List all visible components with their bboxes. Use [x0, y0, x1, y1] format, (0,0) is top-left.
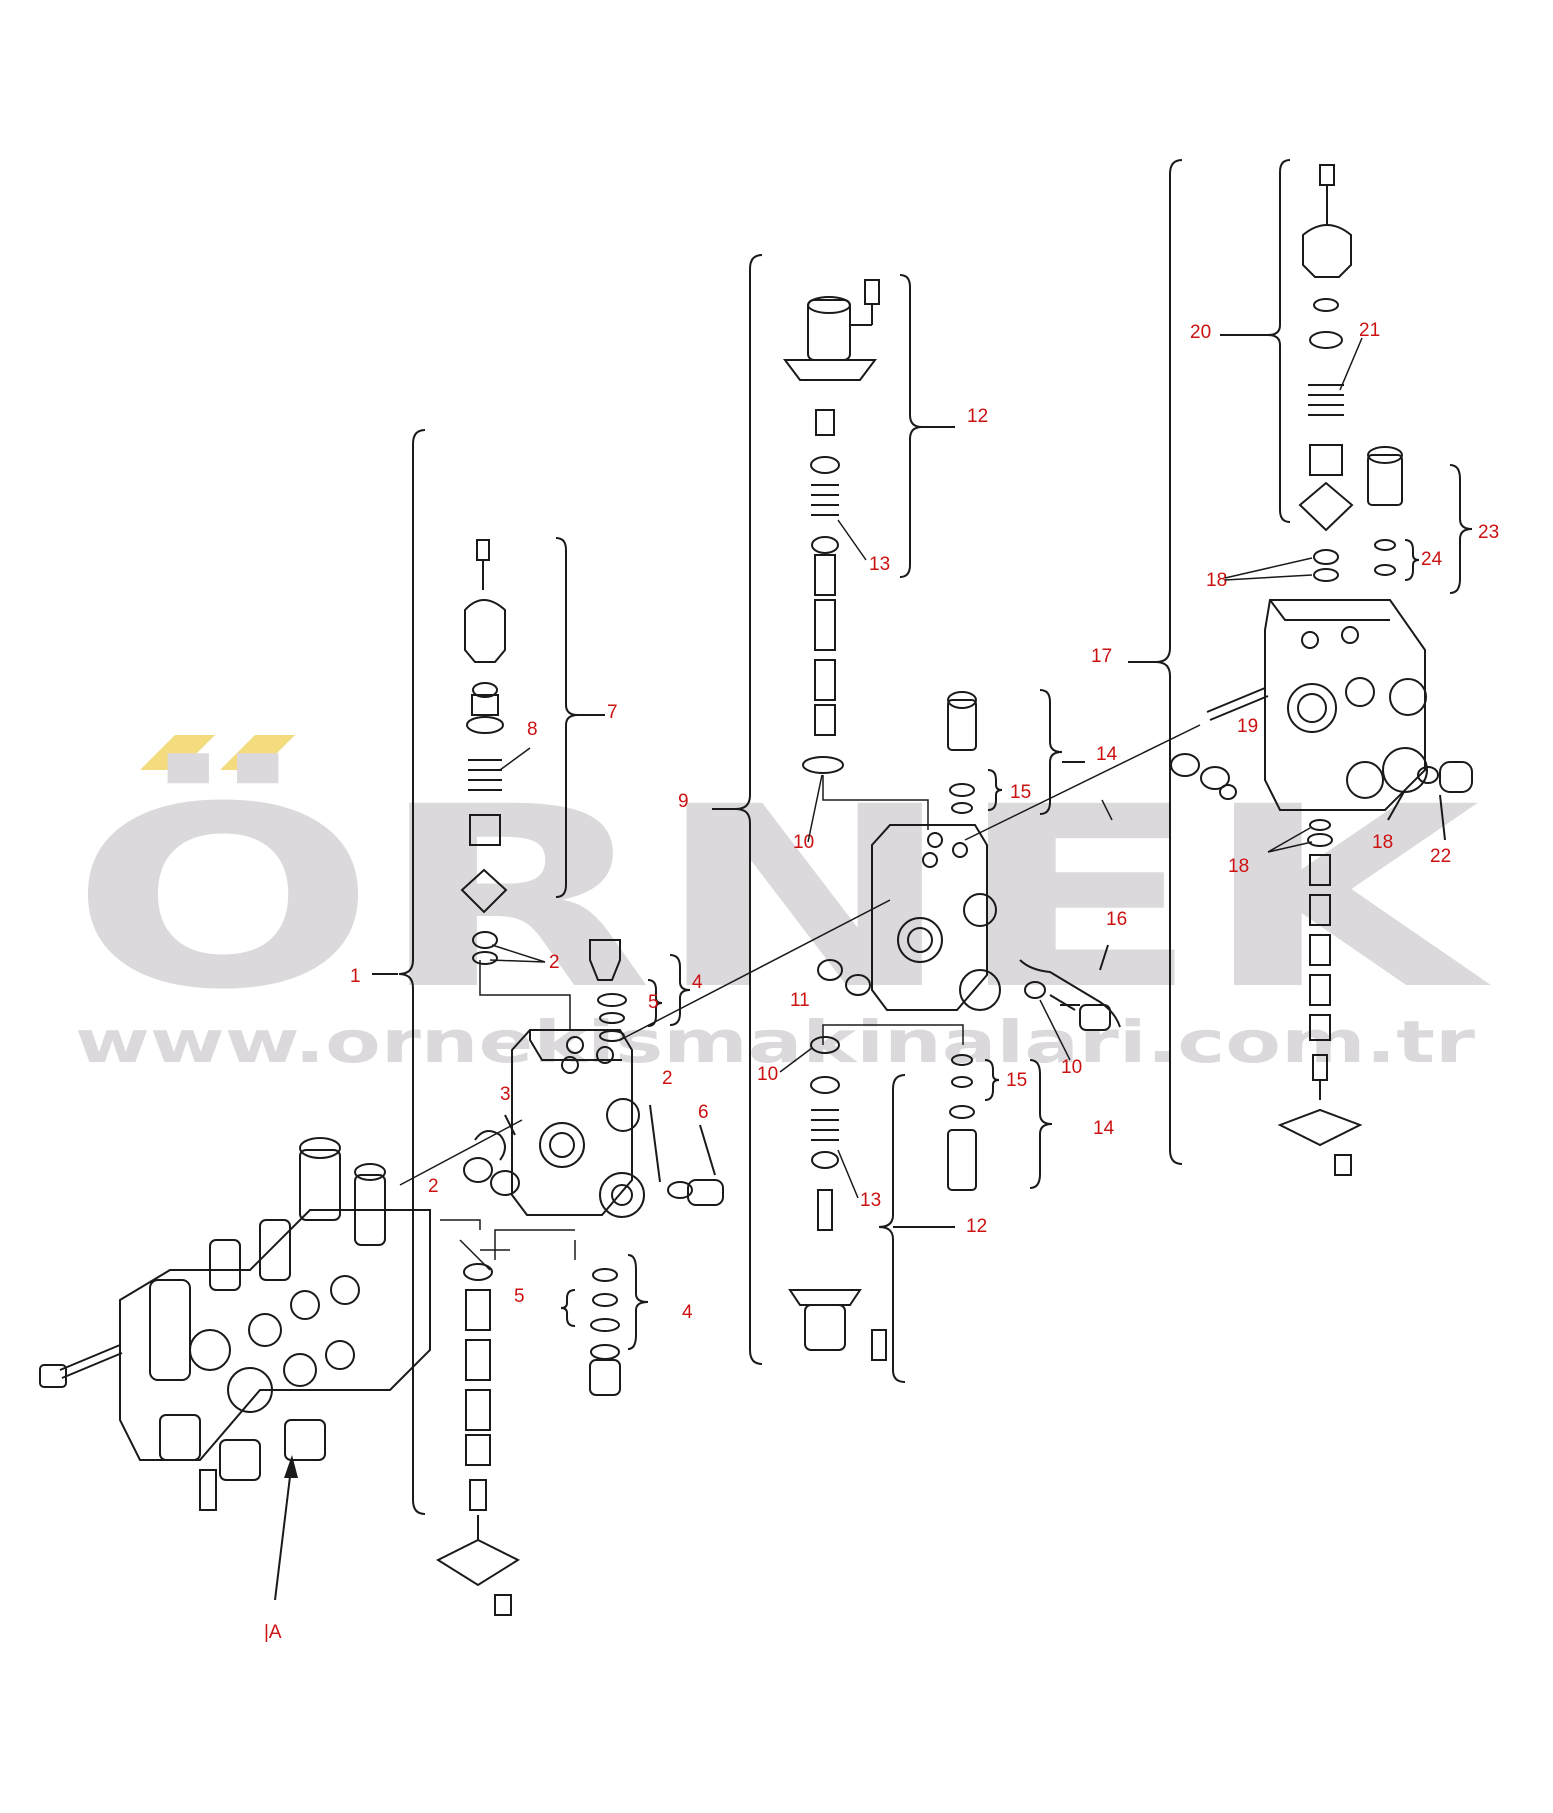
callout-20: 20: [1190, 322, 1211, 343]
callout-15: 15: [1006, 1070, 1027, 1091]
section9-top-solenoid: [783, 279, 880, 381]
section1-top-column: [460, 539, 508, 965]
brace-16: [1019, 959, 1121, 1028]
brace-14-lower: [1029, 1059, 1053, 1189]
callout-10: 10: [757, 1064, 778, 1085]
callout-2: 2: [549, 952, 560, 973]
callout-12: 12: [967, 406, 988, 427]
section17-lower-stack: [1277, 819, 1363, 1176]
arrow-head-A: [284, 1455, 298, 1478]
section1-lower-stack: [435, 1263, 521, 1616]
callout-5: 5: [514, 1286, 525, 1307]
callout-11: 11: [790, 990, 810, 1011]
callout-4: 4: [682, 1302, 693, 1323]
section17-gasket: [1170, 753, 1237, 800]
section1-side-plug: [667, 1179, 724, 1206]
brace-5-upper: [647, 979, 663, 1027]
callout-4: 4: [692, 972, 703, 993]
section9-lower-stack: [788, 1036, 887, 1361]
callout-8: 8: [527, 719, 538, 740]
line-art: [372, 159, 1473, 1616]
section9-upper-stack: [802, 409, 844, 774]
callout-23: 23: [1478, 522, 1499, 543]
callout-A: |A: [264, 1622, 282, 1643]
watermark-accent-mark: [140, 735, 215, 770]
brace-4-lower: [627, 1254, 649, 1350]
callout-2: 2: [428, 1176, 439, 1197]
callout-2: 2: [662, 1068, 673, 1089]
callout-6: 6: [698, 1102, 709, 1123]
section9-valve-body: [871, 824, 1001, 1011]
brace-23: [1449, 464, 1473, 594]
section1-lower-plug: [589, 1268, 621, 1396]
brace-5-lower: [560, 1289, 576, 1327]
callout-leaders: [489, 337, 1363, 1199]
callout-5: 5: [648, 992, 659, 1013]
callout-18: 18: [1228, 856, 1249, 877]
section9-gasket: [817, 959, 871, 996]
section1-upper-plug: [589, 939, 627, 1042]
brace-15-upper: [987, 769, 1003, 811]
callout-10: 10: [793, 832, 814, 853]
callout-17: 17: [1091, 646, 1112, 667]
watermark-accent-mark: [220, 735, 295, 770]
section17-valve-body: [1264, 599, 1428, 811]
section17-side-plug: [1417, 761, 1473, 793]
callout-15: 15: [1010, 782, 1031, 803]
watermark-brand: ÖRNEK: [70, 753, 1492, 1044]
section17-relief-cartridge: [1367, 446, 1403, 576]
section1-gasket: [463, 1130, 520, 1196]
callout-13: 13: [869, 554, 890, 575]
callout-16: 16: [1106, 909, 1127, 930]
watermark-url: www.ornekismakinalari.com.tr: [75, 1008, 1476, 1076]
brace-24: [1404, 539, 1420, 581]
callout-1: 1: [350, 966, 361, 987]
bracket-group-20: [1267, 159, 1291, 523]
bracket-group-12-lower: [878, 1074, 906, 1383]
callout-18: 18: [1372, 832, 1393, 853]
callout-18: 18: [1206, 570, 1227, 591]
brace-4-upper: [669, 954, 691, 1026]
section9-relief: [1024, 981, 1111, 1031]
callout-3: 3: [500, 1084, 511, 1105]
callout-9: 9: [678, 791, 689, 812]
callout-21: 21: [1359, 320, 1380, 341]
assembled-valve-block: [39, 1137, 431, 1511]
section9-lower-check: [947, 1054, 977, 1191]
watermark: ÖRNEK www.ornekismakinalari.com.tr: [70, 735, 1492, 1076]
callout-22: 22: [1430, 846, 1451, 867]
section17-tie-rod: [1206, 687, 1269, 721]
section9-upper-check: [947, 691, 977, 814]
callout-14: 14: [1096, 744, 1118, 765]
brace-14-upper: [1039, 689, 1063, 815]
callout-24: 24: [1421, 549, 1443, 570]
callout-19: 19: [1237, 716, 1258, 737]
section17-top-column: [1298, 164, 1354, 582]
callout-13: 13: [860, 1190, 881, 1211]
brace-15-lower: [984, 1059, 1000, 1101]
bracket-group-12-upper: [899, 274, 923, 578]
callout-14: 14: [1093, 1118, 1115, 1139]
callout-7: 7: [607, 702, 618, 723]
bracket-section-1: [398, 429, 426, 1515]
callout-12: 12: [966, 1216, 987, 1237]
callout-labels: 1 2 2 2 3 4 4 5 5 6 7 8 9 10 10 10 11 12…: [264, 320, 1499, 1643]
callout-10: 10: [1061, 1057, 1082, 1078]
